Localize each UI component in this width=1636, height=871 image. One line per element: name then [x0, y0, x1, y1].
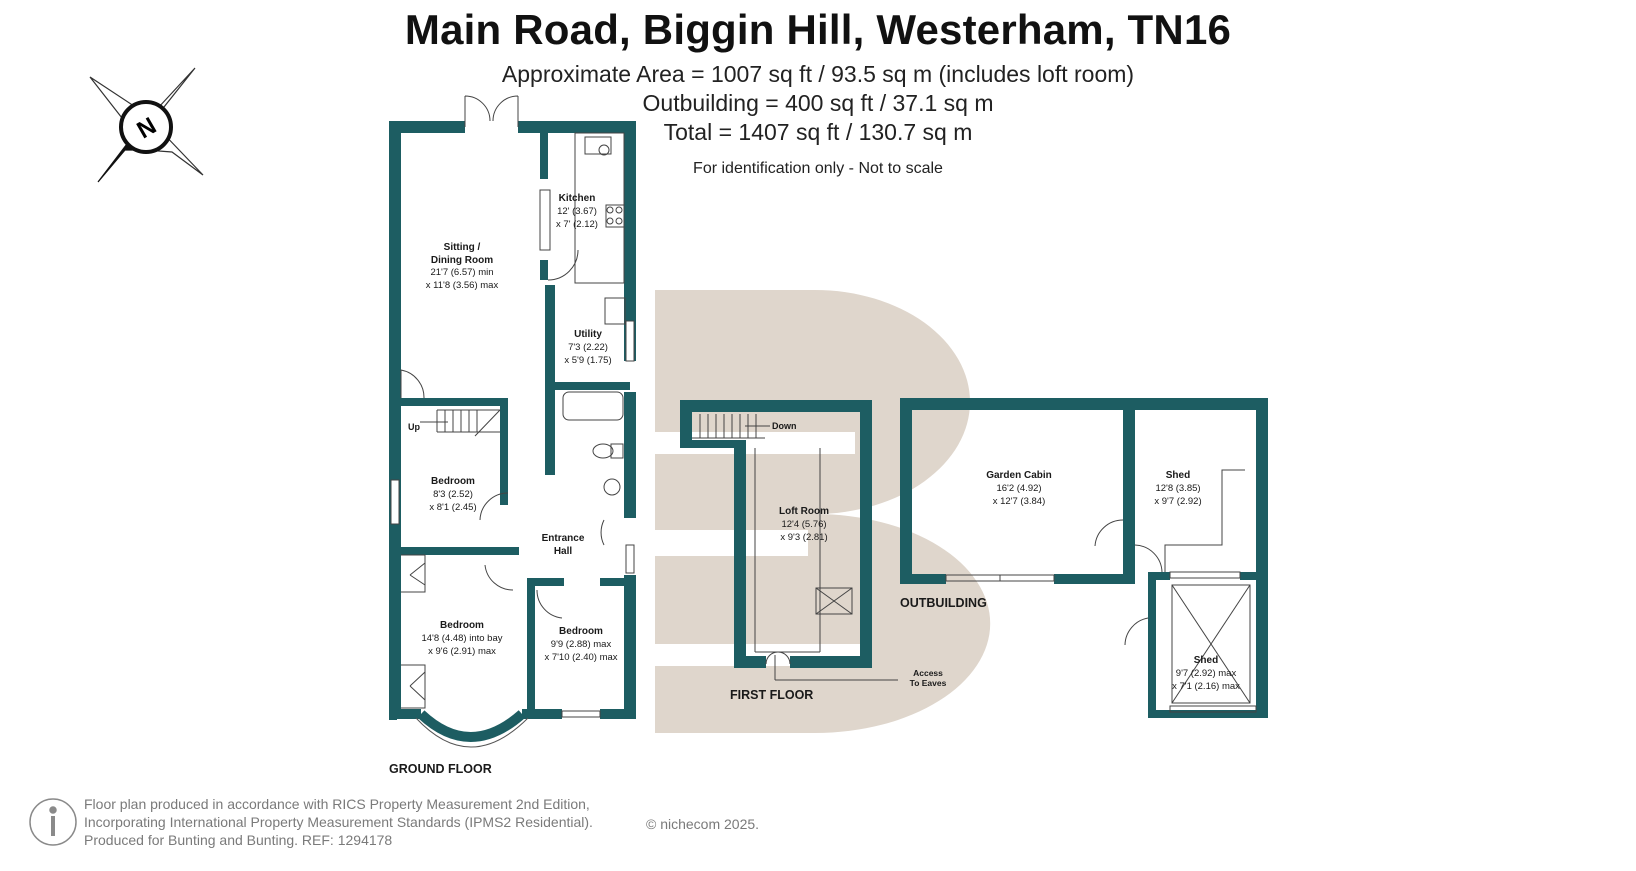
outbuilding-walls — [900, 398, 1268, 718]
sitting-room-name-1: Sitting / — [444, 242, 481, 253]
entrance-hall-name-2: Hall — [554, 546, 573, 557]
sitting-room-dim-1: 21'7 (6.57) min — [430, 267, 493, 278]
shed-2-name: Shed — [1194, 655, 1218, 666]
stairs-down-label: Down — [772, 421, 797, 431]
shed-2-dim-1: 9'7 (2.92) max — [1176, 668, 1237, 679]
info-person-icon — [29, 798, 77, 846]
outbuilding-area: Outbuilding = 400 sq ft / 37.1 sq m — [642, 90, 994, 116]
bedroom-1-dim-1: 8'3 (2.52) — [433, 489, 473, 500]
bedroom-2-dim-1: 14'8 (4.48) into bay — [421, 633, 502, 644]
kitchen-name: Kitchen — [559, 193, 596, 204]
stairs-up-label: Up — [408, 422, 420, 432]
ground-floor-fixtures — [390, 95, 635, 718]
first-floor-label: FIRST FLOOR — [730, 688, 814, 702]
eaves-access-label-2: To Eaves — [910, 678, 947, 688]
shed-1-name: Shed — [1166, 470, 1190, 481]
sitting-room-name-2: Dining Room — [431, 255, 493, 266]
kitchen-dim-2: x 7' (2.12) — [556, 219, 598, 230]
utility-dim-2: x 5'9 (1.75) — [564, 355, 611, 366]
identification-note: For identification only - Not to scale — [693, 160, 943, 177]
ground-floor-walls — [389, 121, 636, 720]
bedroom-1-dim-2: x 8'1 (2.45) — [429, 502, 476, 513]
bedroom-3-dim-2: x 7'10 (2.40) max — [544, 652, 617, 663]
shed-2-dim-2: x 7'1 (2.16) max — [1172, 681, 1240, 692]
eaves-access-label-1: Access — [913, 668, 943, 678]
loft-room-dim-1: 12'4 (5.76) — [781, 519, 826, 530]
bedroom-1-name: Bedroom — [431, 476, 475, 487]
approximate-area: Approximate Area = 1007 sq ft / 93.5 sq … — [501, 61, 1135, 87]
ground-floor-label: GROUND FLOOR — [389, 762, 492, 776]
bedroom-2-dim-2: x 9'6 (2.91) max — [428, 646, 496, 657]
garden-cabin-dim-2: x 12'7 (3.84) — [993, 496, 1046, 507]
shed-1-dim-1: 12'8 (3.85) — [1155, 483, 1200, 494]
garden-cabin-dim-1: 16'2 (4.92) — [996, 483, 1041, 494]
copyright-notice: © nichecom 2025. — [646, 816, 760, 832]
bedroom-2-name: Bedroom — [440, 620, 484, 631]
kitchen-dim-1: 12' (3.67) — [557, 206, 597, 217]
footer-line-2: Incorporating International Property Mea… — [84, 814, 593, 830]
page-title: Main Road, Biggin Hill, Westerham, TN16 — [404, 6, 1232, 53]
loft-room-dim-2: x 9'3 (2.81) — [780, 532, 827, 543]
first-floor-walls — [680, 400, 872, 668]
outbuilding-fixtures — [945, 469, 1257, 713]
entrance-hall-name-1: Entrance — [542, 533, 585, 544]
room-labels: Sitting / Dining Room 21'7 (6.57) min x … — [408, 193, 1240, 692]
footer-line-1: Floor plan produced in accordance with R… — [84, 796, 590, 812]
first-floor-fixtures — [692, 414, 898, 681]
utility-name: Utility — [574, 329, 602, 340]
total-area: Total = 1407 sq ft / 130.7 sq m — [663, 119, 973, 145]
outbuilding-label: OUTBUILDING — [900, 596, 987, 610]
garden-cabin-name: Garden Cabin — [986, 470, 1052, 481]
bay-window — [415, 710, 529, 748]
utility-dim-1: 7'3 (2.22) — [568, 342, 608, 353]
shed-1-dim-2: x 9'7 (2.92) — [1154, 496, 1201, 507]
bedroom-3-name: Bedroom — [559, 626, 603, 637]
sitting-room-dim-2: x 11'8 (3.56) max — [426, 280, 499, 291]
bedroom-3-dim-1: 9'9 (2.88) max — [551, 639, 612, 650]
loft-room-name: Loft Room — [779, 506, 829, 517]
compass-north-icon: N — [89, 67, 204, 183]
footer-line-3: Produced for Bunting and Bunting. REF: 1… — [84, 832, 393, 848]
